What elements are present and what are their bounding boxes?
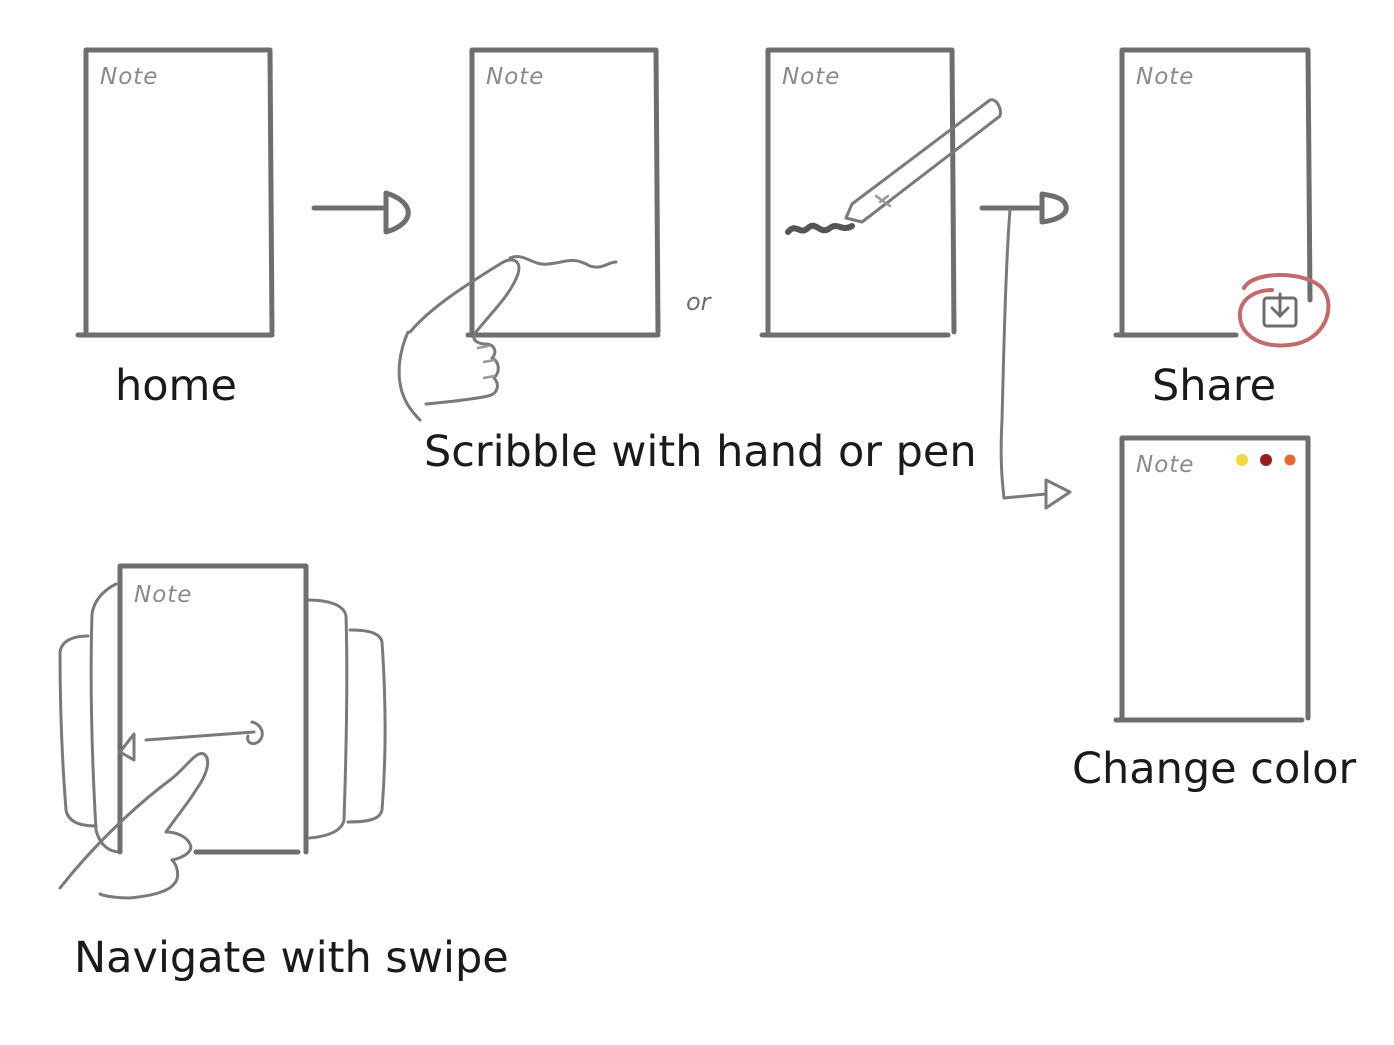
caption-swipe: Navigate with swipe <box>74 933 509 983</box>
card-back-right-inner <box>306 598 349 840</box>
download-into-tray-icon[interactable] <box>1262 292 1298 328</box>
pen-scribble-line <box>785 222 855 235</box>
note-label: Note <box>1136 64 1194 90</box>
note-label: Note <box>782 64 840 90</box>
note-label: Note <box>1136 452 1194 478</box>
color-swatch-orange[interactable] <box>1284 454 1296 466</box>
card-back-left-outer <box>58 634 98 828</box>
color-swatch-yellow[interactable] <box>1236 454 1248 466</box>
swipe-arrow-head <box>118 732 136 762</box>
swipe-note-stack: Note <box>58 563 387 855</box>
arrow-home-to-scribble <box>311 190 411 235</box>
note-label: Note <box>134 582 192 608</box>
change-color-note-frame: Note <box>1113 435 1311 723</box>
color-swatch-dark-red[interactable] <box>1260 454 1272 466</box>
or-label: or <box>686 288 713 316</box>
pointing-hand-icon <box>397 258 521 422</box>
home-note-frame: Note <box>75 47 275 338</box>
caption-share: Share <box>1152 361 1277 411</box>
highlight-circle <box>1237 273 1331 348</box>
stylus-pen-icon <box>844 98 1002 224</box>
card-back-left-inner <box>89 582 122 854</box>
note-label: Note <box>486 64 544 90</box>
card-back-right-outer <box>346 628 387 824</box>
scribble-line <box>508 255 618 269</box>
pointing-hand-icon <box>58 751 210 900</box>
caption-home: home <box>115 361 237 411</box>
swipe-arrow-tail <box>246 720 264 746</box>
scribble-pen-note-frame: Note <box>759 47 957 338</box>
scribble-hand-note-frame: Note <box>465 47 661 338</box>
caption-scribble: Scribble with hand or pen <box>424 427 977 477</box>
share-note-frame: Note <box>1113 47 1331 348</box>
caption-change-color: Change color <box>1072 744 1357 794</box>
arrow-to-change-color <box>999 208 1072 510</box>
arrow-to-share <box>979 191 1069 225</box>
note-label: Note <box>100 64 158 90</box>
